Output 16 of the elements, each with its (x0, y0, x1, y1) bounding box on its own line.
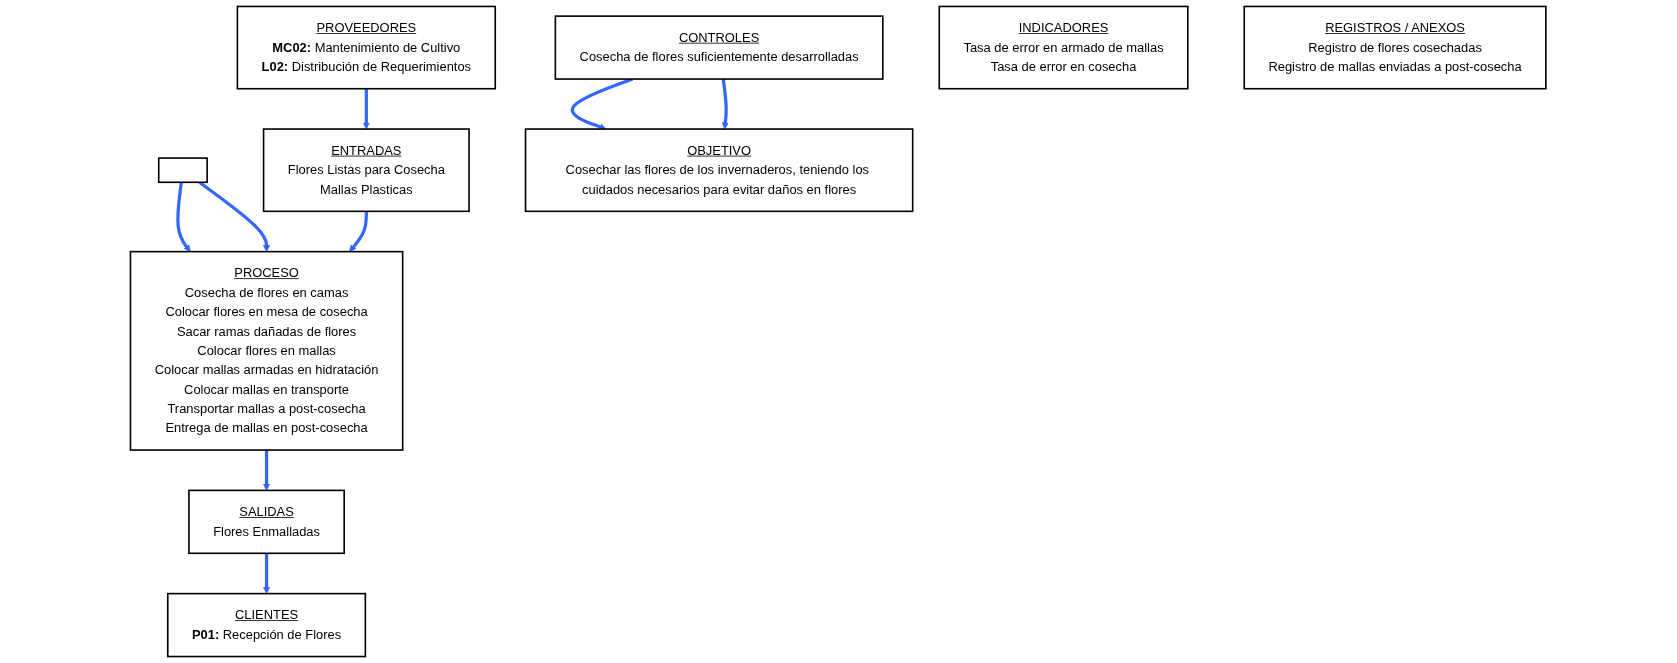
arrow (176, 182, 191, 252)
node-box: CLIENTES P01: Recepción de Flores (167, 592, 367, 658)
node-box: INDICADORES Tasa de error en armado de mallas Tasa de error en cosecha (938, 5, 1189, 90)
node-box: REGISTROS / ANEXOS Registro de flores cosechadas Registro de mallas enviadas a post-cosecha (1243, 5, 1547, 90)
node-box: PROCESO Cosecha de flores en camas Colocar flores en mesa de cosecha Sacar ramas dañadas de flores Colocar flores en mallas Colocar mallas armadas en hidratación Colocar mallas en transporte Transportar mallas a post-cosecha Entrega de mallas en post-cosecha (130, 250, 404, 451)
node-box: CONTROLES Cosecha de flores suficientemente desarrolladas (554, 15, 884, 80)
arrow (721, 78, 730, 130)
node-box (158, 157, 209, 184)
node-box: SALIDAS Flores Enmalladas (188, 489, 346, 555)
arrow (349, 211, 369, 252)
arrow (263, 553, 271, 594)
arrow (363, 88, 371, 130)
node-box: ENTRADAS Flores Listas para Cosecha Mallas Plasticas (263, 128, 471, 213)
node-box: PROVEEDORES MC02: Mantenimiento de Cultivo L02: Distribución de Requerimientos (236, 5, 497, 90)
arrow (263, 450, 271, 491)
node-box: OBJETIVO Cosechar las flores de los invernaderos, teniendo los cuidados necesarios para evitar daños en flores (525, 128, 914, 213)
